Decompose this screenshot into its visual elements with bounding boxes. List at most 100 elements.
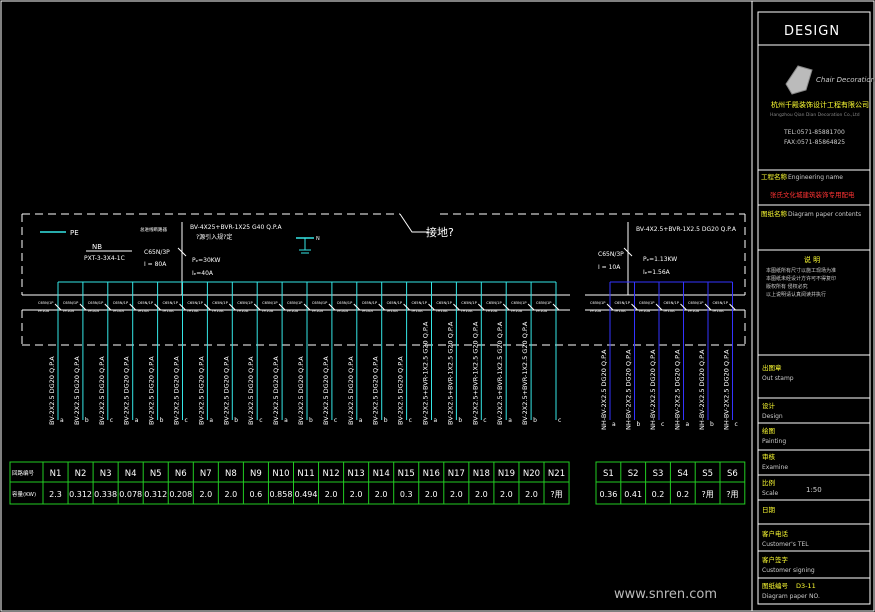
distribution-box-outline <box>21 213 746 346</box>
circuit-breaker-icon <box>729 303 736 311</box>
circuit-id: N9 <box>250 469 262 479</box>
feeder-cable: BV-4X25+BVR-1X25 G40 Q.P.A <box>190 224 282 231</box>
circuit-breaker-rating: I=10A <box>312 309 324 313</box>
circuit-breaker-rating: I=10A <box>262 309 274 313</box>
stamp-en: Out stamp <box>762 375 794 382</box>
phase-label: c <box>661 421 664 428</box>
circuit-id: S2 <box>628 469 639 479</box>
circuit-capacity: 0.858 <box>270 490 293 499</box>
circuit-id: N8 <box>225 469 237 479</box>
circuit-capacity: 0.208 <box>169 490 192 499</box>
circuit-id: N14 <box>373 469 390 479</box>
circuit-cable-label: BV-2X2.5 DG20 Q.P.A <box>148 356 156 425</box>
circuit-id: N7 <box>200 469 212 479</box>
circuit-id: N11 <box>297 469 314 479</box>
circuit-id: N20 <box>523 469 540 479</box>
circuit-breaker-rating: I=10A <box>639 309 651 313</box>
circuit-breaker-label: C65N/1P <box>262 301 278 305</box>
circuit-id: S1 <box>603 469 614 479</box>
left-current: Iₑ=40A <box>192 270 214 277</box>
circuit-capacity: 2.0 <box>450 490 463 499</box>
circuit-capacity: 2.0 <box>525 490 538 499</box>
circuit-breaker-icon <box>353 303 361 311</box>
circuit-breaker-rating: I=10A <box>362 309 374 313</box>
circuit-id: N5 <box>150 469 162 479</box>
circuit-capacity: ?用 <box>701 490 713 499</box>
circuit-breaker-icon <box>204 303 211 311</box>
circuit-capacity: 2.3 <box>49 490 62 499</box>
company-cn: 杭州千殿装饰设计工程有限公司 <box>771 100 869 109</box>
watermark: www.snren.com <box>614 587 717 602</box>
customer-tel-en: Customer's TEL <box>762 541 809 548</box>
circuit-breaker-icon <box>403 303 410 311</box>
phase-label: b <box>533 417 537 424</box>
circuit-breaker-rating: I=10A <box>287 309 299 313</box>
circuit-cable-label: BV-2X2.5 DG20 Q.P.A <box>272 356 280 425</box>
stamp-label: 出图章 <box>762 363 782 372</box>
date-label: 日期 <box>762 506 776 514</box>
circuit-breaker-rating: I=10A <box>664 309 676 313</box>
circuit-cable-label: BV-2X2.5 DG20 Q.P.A <box>173 356 181 425</box>
left-circuits: C65N/1P I=10A BV-2X2.5 DG20 Q.P.A a C65N/1P I… <box>38 281 561 425</box>
diagram-label: 图纸名称 <box>761 209 788 218</box>
painting-label: 绘图 <box>762 426 775 435</box>
circuit-id: N12 <box>322 469 339 479</box>
phase-label: a <box>359 417 363 424</box>
circuit-id: N16 <box>423 469 440 479</box>
phase-label: b <box>160 417 164 424</box>
circuit-cable-label: BV-2X2.5 DG20 Q.P.A <box>197 356 205 425</box>
circuit-breaker-label: C65N/1P <box>590 301 606 305</box>
circuit-breaker-rating: I=10A <box>461 309 473 313</box>
phase-label: c <box>259 417 262 424</box>
company-logo-icon <box>785 65 813 95</box>
circuit-cable-label: NH-BV-2X2.5 DG20 Q.P.A <box>649 349 657 430</box>
circuit-cable-label: BV-2X2.5 DG20 Q.P.A <box>297 356 305 425</box>
customer-sign-label: 客户签字 <box>762 555 789 564</box>
circuit-breaker-rating: I=10A <box>511 309 523 313</box>
note-line-2: 本图纸未经设计方许可不得复印 <box>766 275 836 282</box>
circuit-breaker-label: C65N/1P <box>163 301 179 305</box>
circuit-id: N2 <box>75 469 87 479</box>
circuit-capacity: 2.0 <box>199 490 212 499</box>
circuit-id: N17 <box>448 469 465 479</box>
circuit-breaker-icon <box>253 303 261 311</box>
design-label: 设计 <box>762 401 776 410</box>
circuit-breaker-rating: I=10A <box>615 309 627 313</box>
circuit-breaker-icon <box>179 303 186 311</box>
title-block: DESIGN Chair Decoration 杭州千殿装饰设计工程有限公司 H… <box>757 11 875 605</box>
circuit-capacity: 0.36 <box>599 490 617 499</box>
circuit-cable-label: BV-2X2.5 DG20 Q.P.A <box>372 356 380 425</box>
circuit-cable-label: BV-2X2.5+BVR-1X2.5 G20 Q.P.A <box>496 321 504 425</box>
right-breaker-label: C65N/3P <box>598 251 624 258</box>
circuit-capacity: 2.0 <box>425 490 438 499</box>
circuit-breaker-icon <box>552 303 560 311</box>
phase-label: b <box>384 417 388 424</box>
circuit-breaker-label: C65N/1P <box>486 301 502 305</box>
circuit-breaker-label: C65N/1P <box>461 301 477 305</box>
main-breaker-icon <box>177 247 187 257</box>
circuit-breaker-icon <box>453 303 460 311</box>
circuit-breaker-label: C65N/1P <box>615 301 631 305</box>
circuit-breaker-rating: I=10A <box>138 309 150 313</box>
circuit-breaker-label: C65N/1P <box>88 301 104 305</box>
circuit-breaker-rating: I=10A <box>713 309 725 313</box>
circuit-breaker-icon <box>631 303 638 311</box>
pe-label: PE <box>70 229 79 237</box>
circuit-cable-label: BV-2X2.5 DG20 Q.P.A <box>247 356 255 425</box>
circuit-cable-label: NH-BV-2X2.5 DG20 Q.P.A <box>600 349 608 430</box>
circuit-id: N4 <box>125 469 137 479</box>
left-table-frame <box>9 461 570 505</box>
circuit-breaker-label: C65N/1P <box>713 301 729 305</box>
circuit-id: S3 <box>653 469 664 479</box>
phase-label: a <box>686 421 690 428</box>
paper-no-label: 图纸编号 <box>762 581 789 590</box>
circuit-breaker-icon <box>154 303 161 311</box>
circuit-breaker-icon <box>278 303 286 311</box>
circuit-breaker-label: C65N/1P <box>287 301 303 305</box>
circuit-breaker-icon <box>303 303 311 311</box>
circuit-id: N6 <box>175 469 187 479</box>
circuit-breaker-label: C65N/1P <box>536 301 552 305</box>
main-breaker-label: C65N/3P <box>144 249 170 256</box>
circuit-breaker-label: C65N/1P <box>664 301 680 305</box>
